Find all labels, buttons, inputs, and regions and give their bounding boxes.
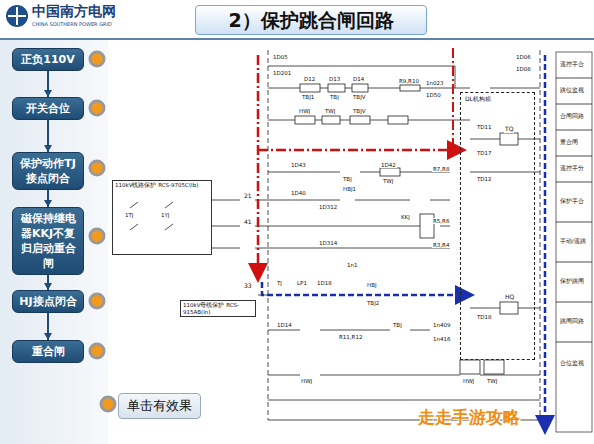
schematic-label: R5,R6	[432, 218, 450, 224]
flow-arrow	[44, 190, 52, 207]
step-box: 正负110V	[12, 48, 84, 71]
schematic-label: TWJ	[382, 178, 394, 184]
schematic-label: D12	[303, 76, 316, 82]
schematic-label: 1D42	[380, 162, 397, 168]
logo-text: CHINA SOUTHERN POWER GRID	[32, 22, 112, 28]
schematic-label: 1D43	[290, 162, 307, 168]
schematic-label: 1n023	[425, 80, 444, 86]
schematic-label: 保护手合	[559, 198, 585, 204]
node-text: 110kV母线保护 RCS-915AB(In)	[181, 301, 255, 316]
schematic-label: R11,R12	[338, 334, 363, 340]
schematic-label: HBJ1	[342, 186, 357, 192]
schematic-label: 41	[243, 219, 253, 226]
flow-arrow	[44, 71, 52, 97]
side-panel	[0, 40, 108, 444]
schematic-label: 1n1	[346, 262, 358, 268]
schematic-label: 合位监视	[559, 360, 585, 366]
watermark: 走走手游攻略	[418, 408, 520, 427]
node-text: 开关合位	[16, 101, 80, 116]
flow-arrow	[44, 313, 52, 340]
schematic-label: TWJ	[324, 108, 336, 114]
schematic-label: HQ	[504, 294, 515, 301]
node-text: 保护动作TJ接点闭合	[16, 156, 80, 186]
schematic-label: D13	[328, 76, 341, 82]
schematic-label: 1D06	[515, 54, 532, 60]
node-text: 正负110V	[16, 52, 80, 67]
schematic-label: TD18	[476, 314, 493, 320]
schematic-label: 1D40	[290, 190, 307, 196]
schematic-label: R7,R8	[432, 166, 450, 172]
schematic-label: 重合闸	[559, 139, 579, 145]
step-box: 开关合位	[12, 97, 84, 120]
schematic-label: TBJV	[352, 108, 367, 114]
schematic-label: 1D201	[272, 70, 292, 76]
button-box: 单击有效果	[118, 393, 201, 419]
schematic-label: TQ	[504, 126, 514, 133]
flow-arrow	[44, 275, 52, 290]
schematic-label: 1YJ	[160, 212, 170, 218]
schematic-label: HWJ	[462, 378, 475, 384]
slide-title: 2）保护跳合闸回路	[195, 5, 427, 35]
logo-mark	[6, 5, 28, 27]
schematic-label: 跳闸回路	[559, 318, 585, 324]
schematic-label: TBJ2	[366, 300, 380, 306]
schematic-label: 1D14	[276, 322, 293, 328]
schematic-label: TD17	[476, 150, 493, 156]
header-rule	[0, 38, 594, 40]
step-box: 磁保持继电器KKJ不复归启动重合闸	[12, 207, 84, 275]
logo-text: 中国南方电网	[32, 4, 116, 19]
node-text: DL机构箱	[461, 93, 534, 106]
schematic-label: 遥控手分	[559, 165, 585, 171]
node-text: HJ接点闭合	[16, 294, 80, 309]
schematic-label: R3,R4	[432, 242, 450, 248]
wires	[130, 50, 592, 432]
schematic-label: HWJ	[298, 108, 311, 114]
schematic-label: 21	[243, 193, 253, 200]
schematic-label: TBJ	[392, 322, 403, 328]
schematic-label: HWJ	[300, 378, 313, 384]
device-box: DL机构箱	[460, 92, 535, 360]
schematic-label: TBJ	[342, 176, 353, 182]
schematic-label: LP1	[296, 280, 308, 286]
current-path-arrows	[258, 48, 545, 430]
schematic-label: 合闸回路	[559, 113, 585, 119]
schematic-label: TBJ	[329, 94, 340, 100]
node-text: 110kV线路保护 RCS-9705C(Ib)	[113, 181, 211, 190]
schematic-label: 1D50	[425, 92, 442, 98]
schematic-label: D14	[352, 76, 365, 82]
step-box: HJ接点闭合	[12, 290, 84, 313]
schematic-label: TJ	[276, 280, 283, 286]
schematic-label: 1TJ	[124, 212, 134, 218]
schematic-label: TBJV	[352, 94, 367, 100]
device-box: 110kV母线保护 RCS-915AB(In)	[180, 300, 256, 317]
schematic-label: 1D312	[318, 204, 338, 210]
schematic-label: 1n409	[432, 322, 451, 328]
schematic-label: 遥控手合	[559, 61, 585, 67]
schematic-label: R9,R10	[398, 78, 420, 84]
step-box: 保护动作TJ接点闭合	[12, 152, 84, 190]
schematic-label: TD11	[476, 124, 493, 130]
schematic-label: 33	[243, 283, 253, 290]
schematic-label: 1D18	[316, 280, 333, 286]
schematic-label: 手动/遥跳	[559, 238, 587, 244]
schematic-label: 保护跳闸	[559, 278, 585, 284]
schematic-label: 1D05	[272, 54, 289, 60]
schematic-label: HBJ	[366, 282, 378, 288]
step-box: 重合闸	[12, 340, 84, 363]
schematic-label: 1n416	[432, 336, 451, 342]
node-text: 单击有效果	[127, 397, 192, 415]
schematic-label: TWJ	[486, 378, 498, 384]
flow-arrow	[44, 120, 52, 152]
schematic-label: 跳位监视	[559, 87, 585, 93]
schematic-label: TBJ1	[301, 94, 315, 100]
schematic-label: 1D08	[515, 66, 532, 72]
node-text: 重合闸	[16, 344, 80, 359]
schematic-label: 1D314	[318, 240, 338, 246]
node-text: 磁保持继电器KKJ不复归启动重合闸	[16, 211, 80, 271]
schematic-label: TD12	[476, 176, 493, 182]
schematic-label: KKJ	[400, 214, 411, 220]
